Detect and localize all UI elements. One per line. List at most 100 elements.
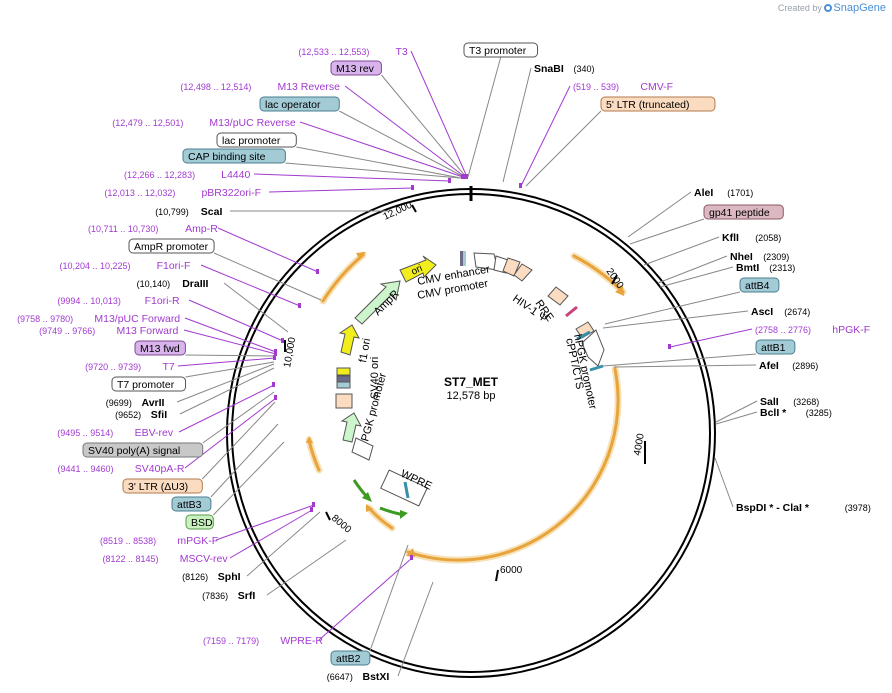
site-name: SnaBI <box>534 63 564 75</box>
primer-marker <box>668 344 671 349</box>
label-T3prom: T3 promoter <box>463 42 539 58</box>
label-box <box>185 514 214 530</box>
label-box <box>82 442 204 458</box>
feature-hPGK-shape <box>581 329 605 367</box>
feature-peach-1 <box>502 257 521 277</box>
leader-line <box>604 291 741 325</box>
label-T7prom: T7 promoter <box>111 376 187 392</box>
label-F1oriR: (9994 .. 10,013)F1ori-R <box>57 295 180 307</box>
feature-teal-mark-1 <box>576 330 591 341</box>
label-lacprom: lac promoter <box>216 132 297 148</box>
feature-block-1 <box>336 367 351 376</box>
box-label: 3' LTR (ΔU3) <box>128 481 188 493</box>
leader-line <box>179 367 275 415</box>
leader-line <box>215 504 315 541</box>
credit: Created by SnapGene <box>778 2 886 14</box>
label-lacop: lac operator <box>259 96 340 112</box>
leader-line <box>318 557 413 641</box>
box-label: M13 fwd <box>140 343 180 355</box>
label-BmtI: BmtI(2313) <box>736 262 795 274</box>
leader-line <box>212 441 285 516</box>
leader-line <box>339 110 465 178</box>
label-M13pUCFwd: (9758 .. 9780)M13/pUC Forward <box>17 313 180 325</box>
label-CAP: CAP binding site <box>182 148 286 164</box>
label-gp41: gp41 peptide <box>703 204 784 220</box>
primer-name: mPGK-F <box>177 535 218 547</box>
label-box <box>122 478 203 494</box>
label-M13Reverse: (12,498 .. 12,514)M13 Reverse <box>180 81 340 93</box>
site-name: NheI <box>730 251 753 263</box>
feature-ori-label: ori <box>410 263 425 278</box>
feature-teal-mark-2 <box>589 364 604 372</box>
label-T3: (12,533 .. 12,553)T3 <box>298 46 408 58</box>
tick-label-6000: 6000 <box>500 565 523 576</box>
label-box <box>755 339 796 355</box>
primer-marker <box>272 382 275 387</box>
primer-name: M13 Forward <box>116 325 178 337</box>
feature-f1ori-label: f1 ori <box>357 337 373 363</box>
box-label: attB3 <box>177 499 202 511</box>
site-position: (3285) <box>806 408 832 418</box>
box-label: attB1 <box>761 342 786 354</box>
leader-line <box>627 191 692 238</box>
leader-line <box>714 457 734 508</box>
box-label: lac operator <box>265 99 321 111</box>
primer-marker <box>312 502 315 507</box>
label-AleI: AleI(1701) <box>694 187 753 199</box>
tick-12000 <box>411 204 417 213</box>
feature-block-2 <box>336 375 351 383</box>
label-BstXI: BstXI(6647) <box>327 671 390 683</box>
site-position: (9652) <box>115 410 141 420</box>
orf-arrowhead-5 <box>356 252 366 260</box>
leader-line <box>253 173 451 182</box>
primer-range: (519 .. 539) <box>573 82 619 92</box>
snapgene-logo-icon <box>824 4 833 12</box>
feature-SV40ori-label: SV40 ori <box>369 357 381 399</box>
leader-line <box>268 187 414 193</box>
orf-arcs <box>305 251 627 564</box>
label-box <box>259 96 340 112</box>
primer-marker <box>448 178 451 183</box>
site-position: (9699) <box>106 398 132 408</box>
credit-brand: SnapGene <box>833 2 886 14</box>
site-position: (10,799) <box>155 207 189 217</box>
label-KflI: KflI(2058) <box>722 232 781 244</box>
primer-name: EBV-rev <box>135 427 174 439</box>
site-name: SfiI <box>151 409 167 421</box>
label-hPGKF: (2758 .. 2776)hPGK-F <box>755 324 870 336</box>
leader-line <box>188 299 284 342</box>
orf-arrowhead-3 <box>366 504 373 512</box>
leader-line <box>184 317 277 353</box>
label-attB4: attB4 <box>739 277 780 293</box>
leader-line <box>213 252 322 301</box>
orf-arc-2-core <box>406 367 620 562</box>
box-label: CAP binding site <box>188 151 266 163</box>
primer-name: F1ori-R <box>145 295 180 307</box>
leader-line <box>344 85 466 178</box>
label-attB3: attB3 <box>171 496 212 512</box>
green-arrowhead-2 <box>400 510 408 519</box>
label-box <box>134 340 186 356</box>
label-F1oriF: (10,204 .. 10,225)F1ori-F <box>59 260 190 272</box>
box-label: AmpR promoter <box>134 241 209 253</box>
label-BSD: BSD <box>185 514 214 530</box>
label-box <box>703 204 784 220</box>
feature-pink-mark <box>565 305 578 318</box>
label-mPGKF: (8519 .. 8538) mPGK-F <box>100 535 218 547</box>
label-SfiI: SfiI (9652) <box>115 409 167 421</box>
primer-name: SV40pA-R <box>135 463 185 475</box>
primer-range: (8519 .. 8538) <box>100 536 156 546</box>
label-CMVF: (519 .. 539)CMV-F <box>573 81 673 93</box>
orf-arrowhead-2 <box>406 548 415 557</box>
primer-range: (9758 .. 9780) <box>17 314 73 324</box>
primer-range: (12,498 .. 12,514) <box>180 82 251 92</box>
leader-line <box>217 227 319 273</box>
site-position: (2058) <box>755 233 781 243</box>
leader-line <box>602 353 757 367</box>
leader-line <box>176 363 275 403</box>
label-box <box>182 148 286 164</box>
label-AmpR_primer: (10,711 .. 10,730)Amp-R <box>88 223 218 235</box>
primer-marker <box>465 174 468 179</box>
